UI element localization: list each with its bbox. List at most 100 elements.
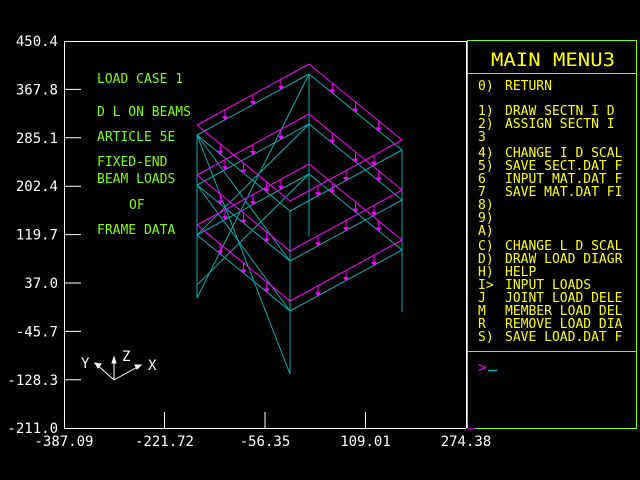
x-tick-label: -387.09 bbox=[34, 434, 93, 450]
y-tick-label: -128.3 bbox=[7, 373, 58, 389]
load-arrowhead bbox=[263, 188, 270, 193]
load-arrowhead bbox=[250, 201, 256, 206]
menu-item-label: INPUT LOADS bbox=[505, 278, 591, 293]
load-arrowhead bbox=[375, 227, 382, 232]
load-arrowhead bbox=[343, 227, 349, 232]
menu-item[interactable]: 7 SAVE MAT.DAT FI bbox=[478, 185, 622, 200]
menu-item-key: I> bbox=[478, 278, 494, 293]
y-tick-label: 202.4 bbox=[16, 179, 58, 195]
x-tick-label: 274.38 bbox=[441, 434, 492, 450]
menu-item[interactable]: R REMOVE LOAD DIA bbox=[478, 317, 623, 332]
menu-item-label: DRAW LOAD DIAGR bbox=[505, 252, 623, 267]
brace bbox=[196, 173, 310, 286]
menu-item[interactable]: 3 bbox=[478, 130, 486, 145]
load-arrowhead bbox=[222, 216, 228, 221]
menu-item-key: 3 bbox=[478, 130, 486, 145]
load-arrowhead bbox=[240, 169, 247, 174]
menu-item[interactable]: S)SAVE LOAD.DAT F bbox=[478, 330, 623, 345]
menu-item-label: MEMBER LOAD DEL bbox=[505, 304, 623, 319]
menu-item-key: S) bbox=[478, 330, 494, 345]
menu-item[interactable]: 2)ASSIGN SECTN I bbox=[478, 117, 615, 132]
menu-item[interactable]: 9) bbox=[478, 211, 494, 226]
menu-item-key: H) bbox=[478, 265, 494, 280]
menu-item-label: HELP bbox=[505, 265, 536, 280]
load-arrowhead bbox=[329, 139, 336, 144]
command-prompt: > bbox=[478, 360, 486, 376]
menu-item-key: 9) bbox=[478, 211, 494, 226]
load-arrowhead bbox=[352, 208, 359, 213]
y-tick-label: -45.7 bbox=[16, 324, 58, 340]
menu-item-label: SAVE MAT.DAT FI bbox=[505, 185, 622, 200]
menu-item[interactable]: 4) CHANGE I D SCAL bbox=[478, 146, 623, 161]
load-arrowhead bbox=[250, 101, 256, 106]
menu-item[interactable]: C)CHANGE L D SCAL bbox=[478, 239, 623, 254]
load-arrowhead bbox=[240, 269, 247, 274]
load-arrowhead bbox=[263, 288, 270, 293]
y-tick-label: 119.7 bbox=[16, 228, 58, 244]
triad-y-label: Y bbox=[81, 356, 90, 372]
main-menu-panel: MAIN MENU3 0) RETURN 1)DRAW SECTN I D2)ASS… bbox=[467, 40, 637, 429]
menu-item-label: SAVE SECT.DAT F bbox=[505, 159, 623, 174]
menu-item-key: 6 bbox=[478, 172, 486, 187]
triad-z-label: Z bbox=[122, 349, 130, 365]
load-case-annotation: LOAD CASE 1 D L ON BEAMS ARTICLE 5E FIXE… bbox=[97, 72, 191, 238]
menu-item[interactable]: 1)DRAW SECTN I D bbox=[478, 104, 615, 119]
menu-item[interactable]: D) DRAW LOAD DIAGR bbox=[478, 252, 623, 267]
load-arrowhead bbox=[352, 158, 359, 163]
annotation-load-case: LOAD CASE 1 bbox=[97, 72, 183, 87]
menu-item[interactable]: A) bbox=[478, 224, 494, 239]
brace bbox=[196, 184, 291, 312]
menu-item-key: 1) bbox=[478, 104, 494, 119]
annotation-frame-data: FRAME DATA bbox=[97, 223, 175, 238]
menu-item-key: 4) bbox=[478, 146, 494, 161]
menu-item[interactable]: I> INPUT LOADS bbox=[478, 278, 591, 293]
x-tick-label: -221.72 bbox=[135, 434, 194, 450]
load-arrowhead bbox=[329, 89, 336, 94]
annotation-of: OF bbox=[129, 198, 145, 213]
menu-item-key: 5) bbox=[478, 159, 494, 174]
load-arrowhead bbox=[263, 238, 270, 243]
menu-item[interactable]: H) HELP bbox=[478, 265, 536, 280]
axis-triad-icon: Y Z X bbox=[81, 349, 157, 381]
menu-item-key: 0) bbox=[478, 79, 494, 94]
menu-item-key: D) bbox=[478, 252, 494, 267]
menu-item-key: A) bbox=[478, 224, 494, 239]
load-arrowhead bbox=[240, 219, 247, 224]
annotation-fixed-end: FIXED-END bbox=[97, 155, 168, 170]
load-arrowhead bbox=[352, 108, 359, 113]
load-arrowhead bbox=[278, 85, 284, 91]
load-arrowhead bbox=[222, 116, 228, 121]
menu-item[interactable]: 0) RETURN bbox=[478, 79, 552, 94]
x-tick-label: 109.01 bbox=[340, 434, 391, 450]
load-arrowhead bbox=[343, 277, 349, 282]
brace bbox=[196, 134, 291, 375]
menu-item-label: CHANGE I D SCAL bbox=[505, 146, 623, 161]
menu-item-key: J bbox=[478, 291, 486, 306]
y-tick-label: 450.4 bbox=[16, 34, 58, 50]
load-arrowhead bbox=[315, 242, 321, 247]
menu-item-key: 2) bbox=[478, 117, 494, 132]
y-tick-label: -211.0 bbox=[7, 421, 58, 437]
load-arrowhead bbox=[375, 177, 382, 182]
menu-item-label: REMOVE LOAD DIA bbox=[505, 317, 623, 332]
menu-item-key: 7 bbox=[478, 185, 486, 200]
menu-item-key: 8) bbox=[478, 198, 494, 213]
menu-title: MAIN MENU3 bbox=[491, 49, 615, 71]
brace bbox=[196, 123, 310, 236]
load-arrowhead bbox=[371, 161, 377, 167]
y-tick-label: 37.0 bbox=[24, 276, 58, 292]
load-arrowhead bbox=[217, 150, 224, 155]
menu-item-key: C) bbox=[478, 239, 494, 254]
load-arrowhead bbox=[278, 135, 284, 141]
load-arrowhead bbox=[343, 177, 349, 182]
load-arrowhead bbox=[371, 211, 377, 217]
menu-item[interactable]: 8) bbox=[478, 198, 494, 213]
load-arrowhead bbox=[222, 166, 228, 171]
menu-item-key: R bbox=[478, 317, 486, 332]
menu-item[interactable]: 5) SAVE SECT.DAT F bbox=[478, 159, 623, 174]
menu-item-label: RETURN bbox=[505, 79, 552, 94]
